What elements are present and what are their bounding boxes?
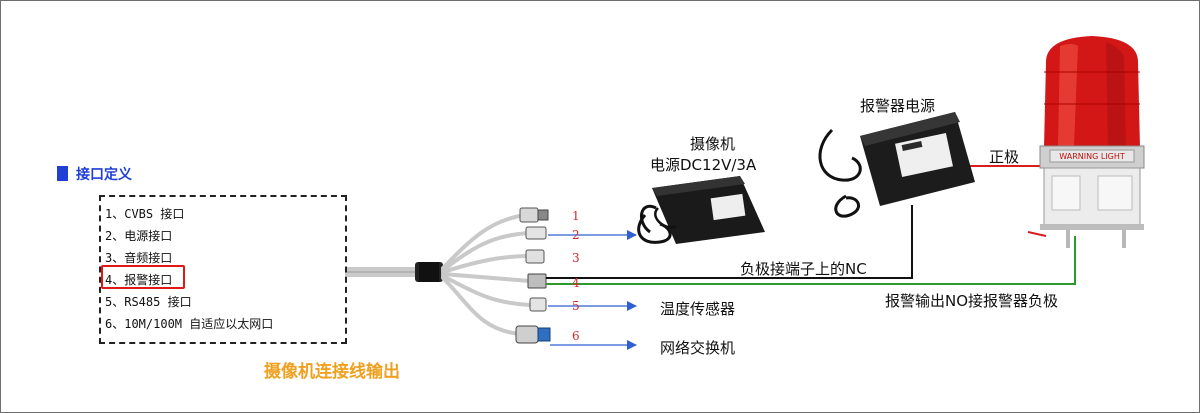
wire-number: 6 — [572, 329, 580, 343]
temp-sensor-label: 温度传感器 — [660, 300, 736, 318]
legend-title: 接口定义 — [76, 167, 132, 183]
nc-wire — [546, 205, 913, 279]
no-label: 报警输出NO接报警器负极 — [885, 292, 1059, 310]
port-item: 3、音频接口 — [105, 251, 173, 265]
camera-power-label-line2: 电源DC12V/3A — [650, 156, 757, 174]
legend-square-icon — [57, 166, 68, 181]
wire-number: 1 — [572, 209, 580, 223]
svg-text:WARNING LIGHT: WARNING LIGHT — [1059, 152, 1125, 161]
adapter-icon — [637, 176, 765, 244]
cable-caption: 摄像机连接线输出 — [264, 362, 400, 382]
no-wire — [546, 236, 1076, 285]
port-item: 5、RS485 接口 — [105, 295, 192, 309]
wire-number: 5 — [572, 299, 580, 313]
wire-number: 2 — [572, 228, 580, 242]
port-item-alarm: 4、报警接口 — [105, 273, 173, 287]
camera-power-label-line1: 摄像机 — [690, 135, 736, 153]
wire-number: 3 — [572, 251, 580, 265]
network-switch-label: 网络交换机 — [660, 339, 736, 357]
breakout-cables — [441, 213, 532, 336]
wire-number: 4 — [572, 276, 580, 290]
connector-icon — [515, 207, 551, 344]
alarm-port-highlight — [101, 265, 185, 289]
adapter-icon — [818, 112, 975, 218]
main-cable — [345, 262, 443, 282]
warning-light-icon: WARNING LIGHT — [1027, 36, 1145, 248]
port-item: 6、10M/100M 自适应以太网口 — [105, 317, 274, 331]
port-list-box — [99, 195, 347, 344]
port-item: 1、CVBS 接口 — [105, 207, 185, 221]
alarm-power-label: 报警器电源 — [860, 97, 936, 115]
port-item: 2、电源接口 — [105, 229, 173, 243]
positive-label: 正极 — [989, 148, 1020, 166]
nc-label: 负极接端子上的NC — [740, 260, 867, 278]
